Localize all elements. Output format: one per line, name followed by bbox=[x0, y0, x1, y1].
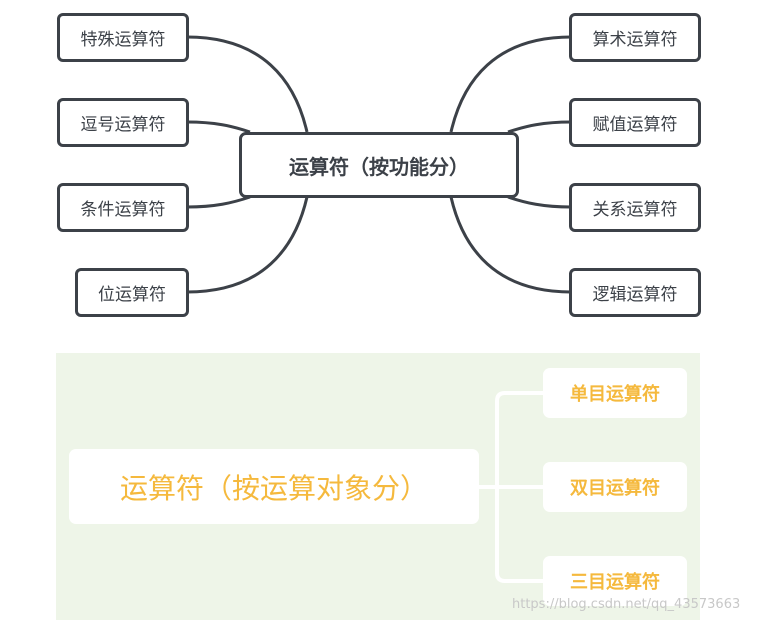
node-label: 条件运算符 bbox=[80, 200, 166, 220]
node-conditional-operator: 条件运算符 bbox=[57, 183, 189, 232]
node-bitwise-operator: 位运算符 bbox=[75, 268, 189, 317]
connector-bitwise bbox=[186, 196, 309, 294]
connector-assignment bbox=[507, 120, 572, 134]
node-relational-operator: 关系运算符 bbox=[569, 183, 701, 232]
node-label: 双目运算符 bbox=[570, 478, 660, 499]
node-assignment-operator: 赋值运算符 bbox=[569, 98, 701, 147]
node-arithmetic-operator: 算术运算符 bbox=[569, 13, 701, 62]
node-comma-operator: 逗号运算符 bbox=[57, 98, 189, 147]
node-label: 逗号运算符 bbox=[80, 115, 166, 135]
node-label: 位运算符 bbox=[98, 285, 166, 305]
node-unary-operator: 单目运算符 bbox=[543, 368, 687, 418]
connector-comma bbox=[186, 120, 251, 134]
tree-branch-unary bbox=[495, 391, 545, 489]
node-binary-operator: 双目运算符 bbox=[543, 462, 687, 512]
node-ternary-operator: 三目运算符 bbox=[543, 556, 687, 606]
connector-special bbox=[186, 35, 309, 133]
connector-logical bbox=[449, 196, 572, 294]
node-logical-operator: 逻辑运算符 bbox=[569, 268, 701, 317]
node-label: 单目运算符 bbox=[570, 384, 660, 405]
watermark-text: https://blog.csdn.net/qq_43573663 bbox=[512, 597, 741, 612]
node-label: 三目运算符 bbox=[570, 572, 660, 593]
connector-conditional bbox=[186, 195, 251, 209]
tree-branch-ternary bbox=[495, 485, 545, 583]
center-node-by-function: 运算符（按功能分） bbox=[239, 132, 519, 198]
node-special-operator: 特殊运算符 bbox=[57, 13, 189, 62]
center-node-label: 运算符（按功能分） bbox=[289, 154, 469, 179]
node-label: 特殊运算符 bbox=[80, 30, 166, 50]
connector-relational bbox=[507, 195, 572, 209]
node-label: 赋值运算符 bbox=[592, 115, 678, 135]
root-node-by-operand: 运算符（按运算对象分） bbox=[69, 449, 479, 524]
node-label: 算术运算符 bbox=[592, 30, 678, 50]
connector-arithmetic bbox=[449, 35, 572, 133]
root-node-label: 运算符（按运算对象分） bbox=[119, 471, 428, 505]
node-label: 关系运算符 bbox=[592, 200, 678, 220]
node-label: 逻辑运算符 bbox=[592, 285, 678, 305]
